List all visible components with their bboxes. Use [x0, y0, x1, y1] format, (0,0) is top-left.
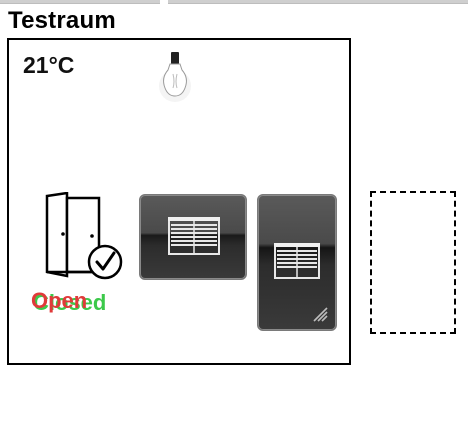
- room-title: Testraum: [8, 7, 116, 34]
- resize-grip-icon[interactable]: [312, 306, 328, 322]
- door-status-label: Closed Open: [31, 288, 131, 318]
- top-tab-strip: [0, 0, 472, 6]
- drop-target-placeholder[interactable]: [370, 191, 456, 334]
- tab-strip-segment: [168, 0, 468, 4]
- window-blinds-icon: [168, 217, 220, 255]
- door-closed-check-icon[interactable]: [43, 191, 125, 282]
- window-blinds-icon: [274, 243, 320, 279]
- tab-strip-segment: [0, 0, 160, 4]
- blind-tile-2[interactable]: [257, 194, 337, 331]
- temperature-readout: 21°C: [23, 52, 75, 78]
- door-status-closed: Closed: [33, 290, 107, 315]
- door-status-open: Open: [31, 288, 88, 313]
- room-panel: 21°C Closed Open: [7, 38, 351, 365]
- blind-tile-1[interactable]: [139, 194, 247, 280]
- light-bulb-icon[interactable]: [155, 48, 195, 104]
